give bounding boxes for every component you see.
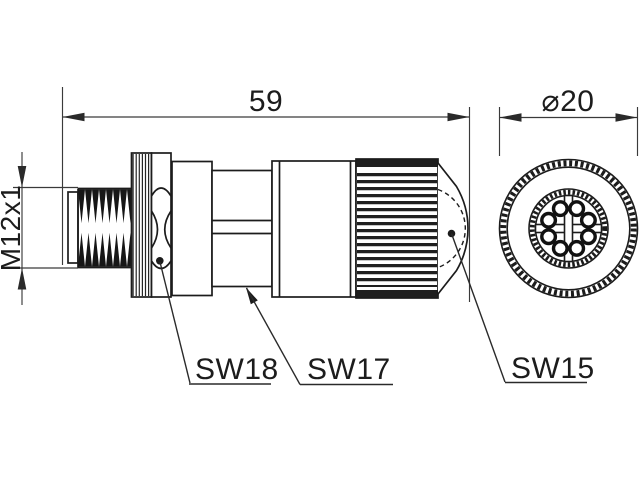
dim-overall-length: 59 xyxy=(61,85,471,302)
hex-body-sw17 xyxy=(211,169,273,288)
hex-nut-arcs xyxy=(150,152,172,298)
dim-thread: M12x1 xyxy=(0,152,78,305)
end-cap xyxy=(437,162,469,295)
knurled-ring-sw18 xyxy=(130,152,153,298)
arrowhead xyxy=(62,112,85,122)
callout-sw15: SW15 xyxy=(447,229,595,385)
thread-zigzag-top xyxy=(78,189,134,224)
leader-line xyxy=(450,233,506,383)
callout-sw18: SW18 xyxy=(156,257,279,386)
callout-sw15-label: SW15 xyxy=(511,352,595,385)
thread-zigzag-bottom xyxy=(78,232,134,267)
dim-label-diameter: ⌀20 xyxy=(542,85,595,118)
dim-label-length: 59 xyxy=(249,85,283,118)
pin xyxy=(551,239,569,257)
callout-sw17: SW17 xyxy=(245,287,393,386)
arrowhead xyxy=(499,113,522,122)
dim-label-thread: M12x1 xyxy=(0,185,26,272)
pin xyxy=(579,228,597,246)
pin xyxy=(568,239,586,257)
arrowhead xyxy=(17,268,27,290)
callout-sw17-label: SW17 xyxy=(307,353,391,386)
leader-dot xyxy=(156,257,164,265)
connector-body xyxy=(271,160,357,298)
pin xyxy=(568,200,586,218)
flange xyxy=(171,160,213,297)
outer-knurl-circle xyxy=(498,158,639,299)
insert-outer-circle xyxy=(528,188,609,269)
thread-m12 xyxy=(77,187,134,269)
outer-ring-inner-edge xyxy=(506,166,631,291)
dim-front-diameter: ⌀20 xyxy=(498,85,639,156)
insert-teeth xyxy=(529,189,608,268)
side-view xyxy=(67,152,469,299)
callout-sw18-label: SW18 xyxy=(195,353,279,386)
pin xyxy=(579,211,597,229)
arrowhead xyxy=(17,166,27,188)
arrowhead xyxy=(615,113,638,122)
pin-contact xyxy=(67,191,79,264)
contact-pins xyxy=(540,200,597,257)
pin xyxy=(551,200,569,218)
pin xyxy=(540,228,558,246)
x-coding-cross xyxy=(534,194,603,263)
coupling-nut-sw15 xyxy=(355,158,439,299)
front-view xyxy=(498,158,639,299)
pin xyxy=(540,211,558,229)
leader-line xyxy=(245,287,301,385)
arrowhead xyxy=(447,112,470,122)
hidden-circle-dashed xyxy=(437,188,466,269)
leader-line xyxy=(159,261,191,384)
outer-knurl-teeth xyxy=(500,160,637,297)
